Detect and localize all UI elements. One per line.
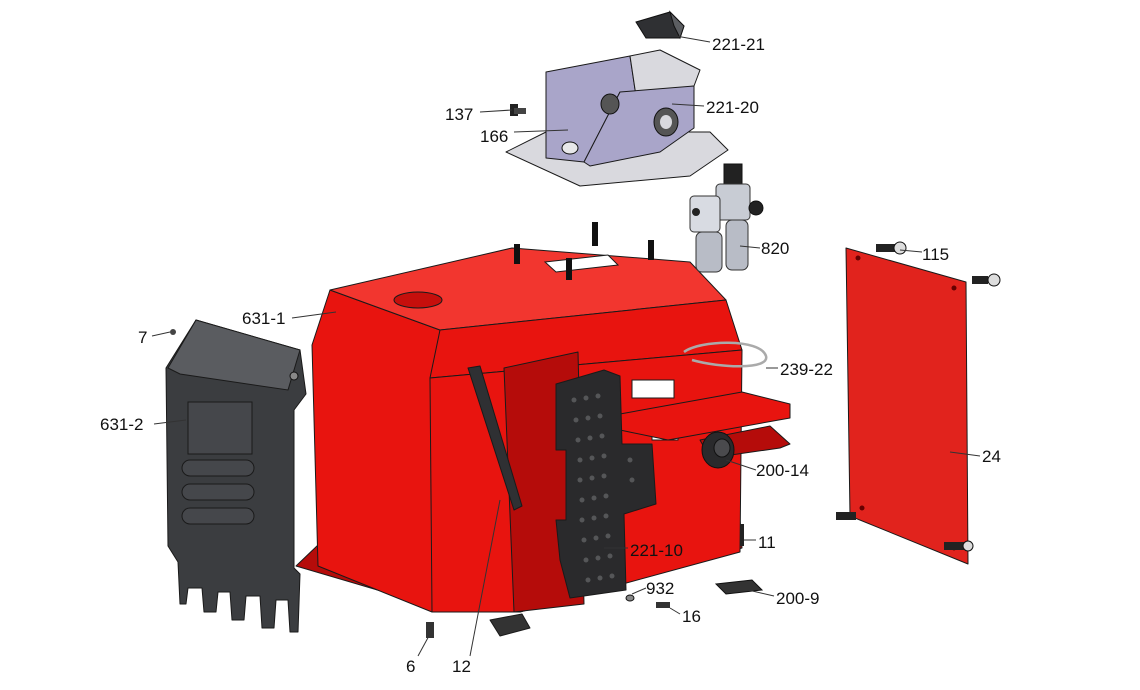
frame-top-opening [543,254,620,273]
top-bracket-221-20 [505,49,729,187]
callout-6: 6 [406,657,415,676]
leader-lines [151,35,981,657]
screw-137 [510,104,526,116]
side-cover-631-2 [165,319,307,633]
stud [566,258,572,280]
rubber-pad-221-10 [555,369,657,599]
washer-932 [625,594,635,602]
callout-932: 932 [646,579,674,598]
callout-221-20: 221-20 [706,98,759,117]
cover-window [187,401,253,455]
callout-200-9: 200-9 [776,589,819,608]
callout-239-22: 239-22 [780,360,833,379]
callout-631-1: 631-1 [242,309,285,328]
cap-221-21 [635,10,685,40]
callout-200-14: 200-14 [756,461,809,480]
callout-labels: 221-21 221-20 137 166 820 115 631-1 7 63… [100,35,1001,676]
cover-vent [181,507,255,525]
callout-820: 820 [761,239,789,258]
screw-7 [170,329,176,335]
stud [514,244,520,264]
bolt-6 [426,622,434,638]
support-bar-12 [467,365,523,511]
air-filter-regulator-820 [689,163,764,273]
frame-left-wall [311,289,441,613]
callout-7: 7 [138,328,147,347]
callout-16: 16 [682,607,701,626]
callout-24: 24 [982,447,1001,466]
callout-631-2: 631-2 [100,415,143,434]
bumper-200-14 [701,431,735,469]
screw-16 [656,602,670,608]
cover-vent [181,483,255,501]
callout-221-21: 221-21 [712,35,765,54]
air-hose-239-22 [683,341,768,368]
foot-plate [489,613,531,637]
callout-166: 166 [480,127,508,146]
stud [592,222,598,246]
right-panel-24 [836,241,1001,565]
stud [648,240,654,260]
callout-12: 12 [452,657,471,676]
bolt-11 [740,524,744,546]
cover-vent [181,459,255,477]
callout-11: 11 [758,533,776,552]
frame-top-hole [393,291,443,309]
frame-front-window [631,379,675,399]
cover-screw [289,371,299,381]
callout-137: 137 [445,105,473,124]
callout-115: 115 [922,245,949,264]
frame-top-plate [329,247,727,331]
callout-221-10: 221-10 [630,541,683,560]
